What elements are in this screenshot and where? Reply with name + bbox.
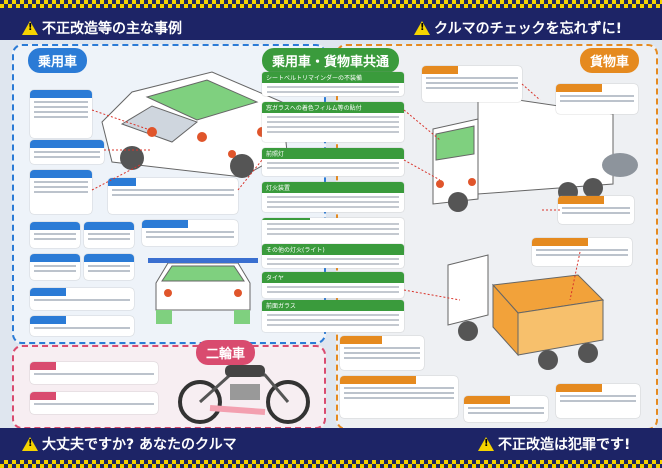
header-left-title: 不正改造等の主な事例 (22, 18, 182, 38)
passenger-info-box (30, 316, 134, 336)
passenger-info-box (30, 140, 104, 164)
warning-icon (414, 21, 430, 35)
box-truck-illustration (432, 93, 614, 212)
passenger-info-box (30, 288, 134, 310)
section-motorcycle-label: 二輪車 (196, 340, 256, 365)
motorcycle-illustration (178, 365, 310, 424)
car-rear-illustration (148, 258, 258, 324)
truck-info-box (558, 196, 634, 224)
common-item-box: 前照灯 (262, 148, 404, 176)
motorcycle-info-box (30, 392, 158, 414)
section-passenger-label: 乗用車 (28, 48, 88, 73)
passenger-info-box (30, 254, 80, 280)
warning-icon (22, 437, 38, 451)
checker-stripe (0, 0, 662, 8)
common-item-box: タイヤ (262, 272, 404, 298)
checker-stripe (0, 460, 662, 468)
passenger-info-box (84, 222, 134, 248)
passenger-info-box (30, 170, 92, 214)
header-right-title: クルマのチェックを忘れずに! (414, 18, 622, 38)
common-item-box: 灯火装置 (262, 182, 404, 212)
footer-right-title: 不正改造は犯罪です! (478, 434, 630, 454)
common-item-box: その他の灯火(ライト) (262, 244, 404, 268)
truck-info-box (422, 66, 522, 102)
section-common-label: 乗用車・貨物車共通 (262, 48, 400, 73)
passenger-info-box (30, 222, 80, 248)
passenger-info-box (142, 220, 238, 246)
truck-info-box (556, 84, 638, 114)
section-truck-label: 貨物車 (580, 48, 640, 73)
truck-info-box (340, 336, 424, 370)
truck-info-box (556, 384, 640, 418)
warning-icon (478, 437, 494, 451)
common-item-box: 窓ガラスへの着色フィルム等の貼付 (262, 102, 404, 142)
truck-info-box (532, 238, 632, 266)
footer-left-title: 大丈夫ですか? あなたのクルマ (22, 434, 237, 454)
common-item-box: 前面ガラス (262, 300, 404, 332)
header-band: 不正改造等の主な事例 クルマのチェックを忘れずに! (0, 0, 662, 40)
footer-band: 大丈夫ですか? あなたのクルマ 不正改造は犯罪です! (0, 428, 662, 468)
passenger-info-box (108, 178, 238, 214)
passenger-info-box (84, 254, 134, 280)
truck-info-box (464, 396, 548, 422)
truck-info-box (340, 376, 458, 418)
exhaust-smoke-icon (602, 153, 638, 177)
passenger-info-box (30, 90, 92, 138)
common-item-box: シートベルトリマインダーの不装備 (262, 72, 404, 96)
warning-icon (22, 21, 38, 35)
motorcycle-info-box (30, 362, 158, 384)
